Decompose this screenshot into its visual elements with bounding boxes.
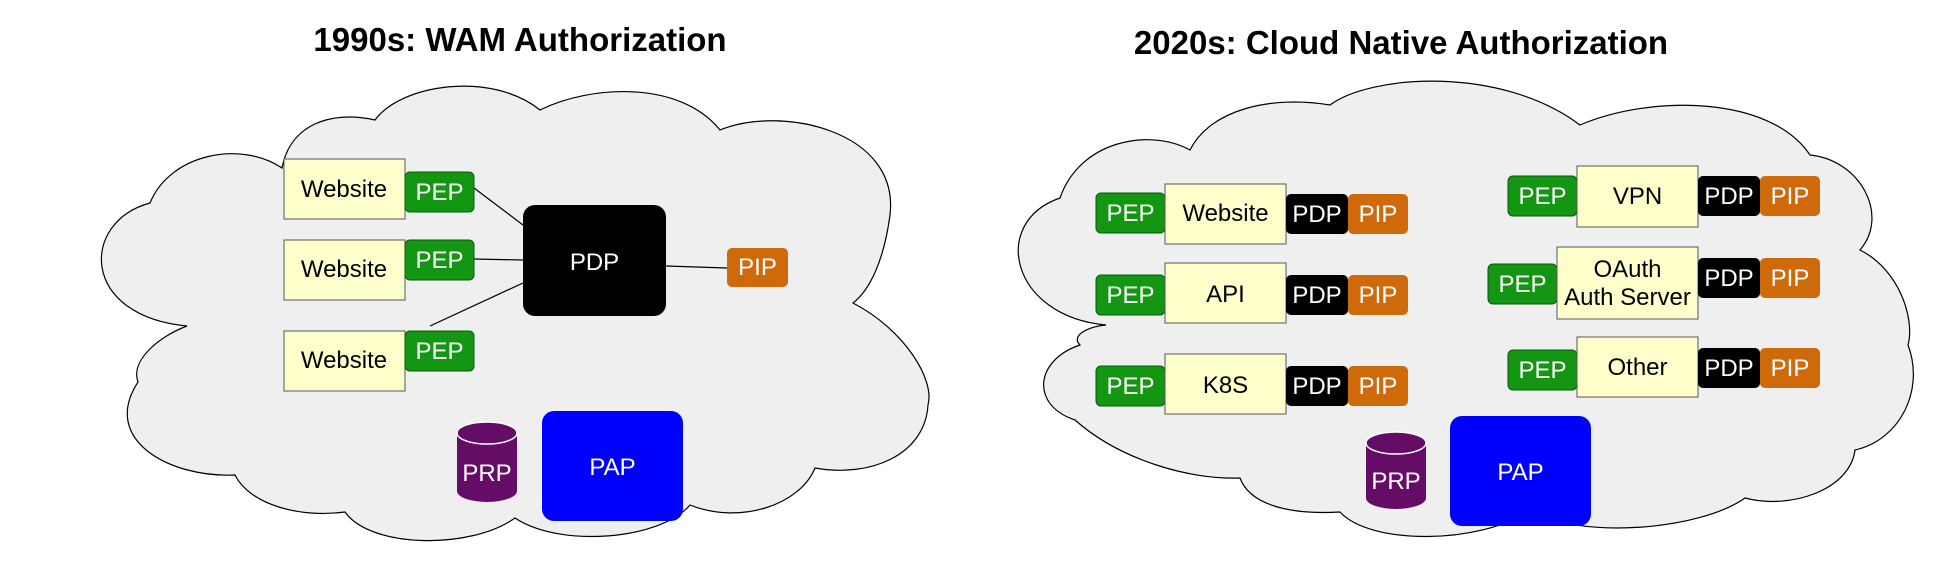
website-box: Website bbox=[283, 330, 406, 392]
left-panel: 1990s: WAM Authorization Website Website… bbox=[100, 21, 930, 542]
pep-badge: PEP bbox=[404, 171, 475, 213]
right-panel-title: 2020s: Cloud Native Authorization bbox=[1134, 24, 1668, 61]
left-panel-title: 1990s: WAM Authorization bbox=[313, 21, 726, 58]
pdp-label: PDP bbox=[1704, 355, 1753, 382]
pep-label: PEP bbox=[1106, 282, 1154, 309]
website-box: Website bbox=[283, 239, 406, 301]
pep-badge: PEP bbox=[404, 239, 475, 281]
website-box: Website bbox=[283, 158, 406, 220]
connector-line bbox=[473, 258, 524, 261]
pap-box: PAP bbox=[1450, 416, 1591, 526]
pip-label: PIP bbox=[1771, 355, 1810, 382]
service-label: VPN bbox=[1613, 183, 1662, 210]
pep-badge: PEP bbox=[404, 330, 475, 372]
pip-label: PIP bbox=[1359, 201, 1398, 228]
prp-database: PRP bbox=[456, 421, 518, 502]
pip-label: PIP bbox=[1771, 265, 1810, 292]
service-label: K8S bbox=[1203, 372, 1248, 399]
pep-label: PEP bbox=[1106, 200, 1154, 227]
pdp-label: PDP bbox=[1292, 373, 1341, 400]
pep-label: PEP bbox=[1518, 357, 1566, 384]
pep-label: PEP bbox=[1106, 373, 1154, 400]
svg-text:Website: Website bbox=[301, 176, 387, 203]
right-panel: 2020s: Cloud Native Authorization PEP We… bbox=[1017, 24, 1914, 538]
pdp-label: PDP bbox=[1704, 183, 1753, 210]
svg-text:Website: Website bbox=[301, 347, 387, 374]
pap-box: PAP bbox=[542, 411, 683, 521]
service-label-line1: OAuth bbox=[1593, 256, 1661, 283]
pdp-label: PDP bbox=[1704, 265, 1753, 292]
pdp-label: PDP bbox=[1292, 201, 1341, 228]
connector-line bbox=[429, 282, 524, 327]
service-row: PEP Other PDP PIP bbox=[1507, 336, 1820, 398]
svg-text:PAP: PAP bbox=[1497, 459, 1543, 486]
svg-text:PDP: PDP bbox=[570, 249, 619, 276]
service-label-line2: Auth Server bbox=[1564, 284, 1691, 311]
svg-text:PAP: PAP bbox=[589, 454, 635, 481]
connector-line bbox=[473, 187, 524, 226]
svg-text:PRP: PRP bbox=[1371, 468, 1420, 495]
service-row: PEP API PDP PIP bbox=[1095, 262, 1408, 324]
pip-label: PIP bbox=[1359, 282, 1398, 309]
service-row: PEP OAuth Auth Server PDP PIP bbox=[1487, 246, 1820, 320]
service-label: API bbox=[1206, 281, 1245, 308]
svg-text:PEP: PEP bbox=[415, 179, 463, 206]
svg-text:PIP: PIP bbox=[738, 254, 777, 281]
connector-line bbox=[665, 265, 728, 269]
pep-label: PEP bbox=[1518, 183, 1566, 210]
pip-label: PIP bbox=[1359, 373, 1398, 400]
svg-text:PRP: PRP bbox=[462, 460, 511, 487]
pep-label: PEP bbox=[1498, 271, 1546, 298]
pip-badge: PIP bbox=[727, 248, 788, 287]
pip-label: PIP bbox=[1771, 183, 1810, 210]
pdp-label: PDP bbox=[1292, 282, 1341, 309]
service-label: Website bbox=[1182, 200, 1268, 227]
svg-text:PEP: PEP bbox=[415, 338, 463, 365]
service-row: PEP VPN PDP PIP bbox=[1507, 165, 1820, 228]
pdp-box: PDP bbox=[523, 205, 666, 316]
service-row: PEP K8S PDP PIP bbox=[1095, 353, 1408, 415]
svg-text:Website: Website bbox=[301, 256, 387, 283]
svg-text:PEP: PEP bbox=[415, 247, 463, 274]
prp-database: PRP bbox=[1365, 431, 1427, 509]
service-row: PEP Website PDP PIP bbox=[1095, 183, 1408, 245]
service-label: Other bbox=[1607, 354, 1667, 381]
